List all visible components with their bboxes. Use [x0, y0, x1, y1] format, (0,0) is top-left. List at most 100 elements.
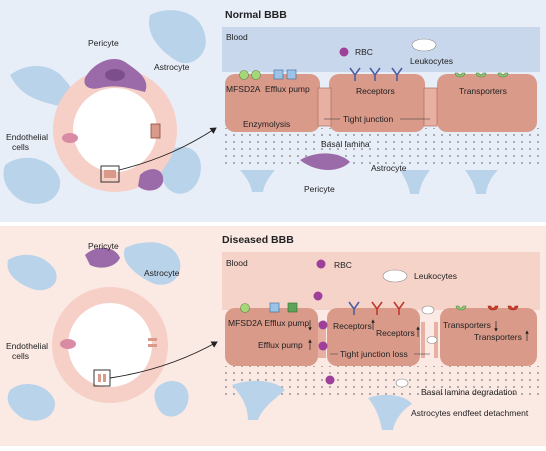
label-endothelial-1: Endothelial — [6, 132, 48, 142]
mfsd2a-icon — [251, 70, 261, 80]
label-astrocyte-top: Astrocyte — [371, 163, 407, 173]
label-astrocyte-detachment: Astrocytes endfeet detachment — [411, 408, 529, 418]
title-normal-bbb: Normal BBB — [225, 9, 287, 21]
label-rbc-bottom: RBC — [334, 260, 352, 270]
receptor-icon — [391, 67, 403, 81]
title-diseased-bbb: Diseased BBB — [222, 234, 294, 246]
tight-junction-mark — [148, 344, 157, 347]
astrocyte-endfoot — [240, 170, 275, 192]
label-blood-top: Blood — [226, 32, 248, 42]
label-astrocyte-left-bottom: Astrocyte — [144, 268, 180, 278]
astrocyte-shape — [149, 10, 206, 64]
rbc-icon — [318, 341, 328, 351]
receptor-icon — [393, 301, 405, 315]
rbc-icon — [325, 375, 335, 385]
label-blood-bottom: Blood — [226, 258, 248, 268]
leukocyte-icon — [411, 38, 437, 52]
label-pericyte-left-bottom: Pericyte — [88, 241, 119, 251]
astrocyte-shape — [124, 242, 181, 285]
label-transporters-bottom-2: Transporters — [474, 332, 522, 342]
transporter-icon — [507, 305, 519, 311]
astrocyte-endfoot-detached — [368, 394, 412, 430]
tight-junction-loss-label-bg — [338, 348, 414, 359]
leukocyte-icon — [382, 269, 408, 283]
transporter-icon — [454, 72, 466, 78]
receptor-icon — [348, 301, 360, 315]
zoom-arrow-bottom — [109, 341, 218, 379]
vessel-lumen — [73, 88, 157, 172]
label-receptors-bottom-2: Receptors — [376, 328, 415, 338]
endothelial-cell — [437, 74, 537, 132]
efflux-pump-icon — [269, 302, 280, 313]
normal-vessel-cross-section — [3, 10, 206, 204]
tight-junction-broken — [421, 322, 425, 358]
endothelial-nucleus — [62, 133, 78, 143]
astrocyte-shape — [10, 65, 73, 106]
tight-junction — [423, 87, 438, 127]
astrocyte-shape — [154, 381, 189, 417]
pericyte-shape — [300, 153, 350, 170]
receptor-icon — [371, 301, 383, 315]
tight-junction-mark — [148, 338, 157, 341]
tight-junction-label-bg — [340, 113, 400, 124]
astrocyte-endfoot — [465, 170, 498, 194]
pericyte-shape — [138, 169, 164, 191]
zoom-box-fill — [104, 170, 116, 178]
label-tight-junction: Tight junction — [343, 114, 394, 124]
label-receptors-bottom-1: Receptors — [333, 321, 372, 331]
transporter-icon — [475, 72, 487, 78]
zoom-box — [100, 165, 120, 183]
label-transporters-bottom-1: Transporters — [443, 320, 491, 330]
endothelial-cell — [225, 74, 320, 132]
tight-junction-broken — [318, 322, 322, 358]
blood-region-bottom — [222, 252, 540, 310]
label-leukocytes-bottom: Leukocytes — [414, 271, 457, 281]
rbc-icon — [316, 259, 326, 269]
basal-lamina-region — [222, 128, 540, 168]
label-efflux-bottom: Efflux pump — [258, 340, 303, 350]
efflux-pump-icon — [287, 302, 298, 313]
transporter-icon — [487, 305, 499, 311]
efflux-pump-icon — [286, 69, 297, 80]
label-rbc-top: RBC — [355, 47, 373, 57]
transporter-icons-diseased — [455, 305, 519, 311]
label-leukocytes-top: Leukocytes — [410, 56, 453, 66]
label-endothelial-bottom-2: cells — [12, 351, 29, 361]
astrocyte-endfeet-normal — [240, 170, 498, 194]
zoom-box-fill — [98, 374, 101, 382]
label-basal-lamina-degradation: Basal lamina degradation — [421, 387, 517, 397]
transporter-icons-normal — [454, 72, 509, 78]
mfsd2a-icon — [240, 303, 250, 313]
label-basal-lamina: Basal lamina — [321, 139, 370, 149]
rbc-icon — [339, 47, 349, 57]
astrocyte-endfoot-detached — [232, 380, 285, 420]
astrocyte-endfeet-diseased — [232, 380, 412, 430]
rbc-icon — [318, 320, 328, 330]
label-astrocyte-left: Astrocyte — [154, 62, 190, 72]
endothelial-cell — [440, 308, 537, 366]
rbc-icon — [313, 291, 323, 301]
astrocyte-shape — [7, 254, 57, 291]
label-efflux-top: Efflux pump — [265, 84, 310, 94]
astrocyte-shape — [3, 157, 61, 204]
label-mfsd2a-efflux: MFSD2A Efflux pump — [228, 318, 309, 328]
blood-region-top — [222, 27, 540, 72]
tight-junction-broken — [322, 322, 326, 358]
endothelial-nucleus — [60, 339, 76, 349]
receptor-icon — [349, 67, 361, 81]
zoom-arrow — [118, 127, 217, 171]
label-enzymolysis: Enzymolysis — [243, 119, 290, 129]
pericyte-nucleus — [105, 69, 125, 81]
vessel-lumen — [68, 303, 152, 387]
mfsd2a-icon — [239, 70, 249, 80]
transporter-icon — [497, 72, 509, 78]
astrocyte-shape — [7, 383, 56, 421]
label-endothelial-2: cells — [12, 142, 29, 152]
leukocyte-icon — [395, 378, 409, 388]
label-pericyte-left: Pericyte — [88, 38, 119, 48]
label-transporters-top: Transporters — [459, 86, 507, 96]
label-tight-junction-loss: Tight junction loss — [340, 349, 408, 359]
efflux-pump-icon — [273, 69, 284, 80]
